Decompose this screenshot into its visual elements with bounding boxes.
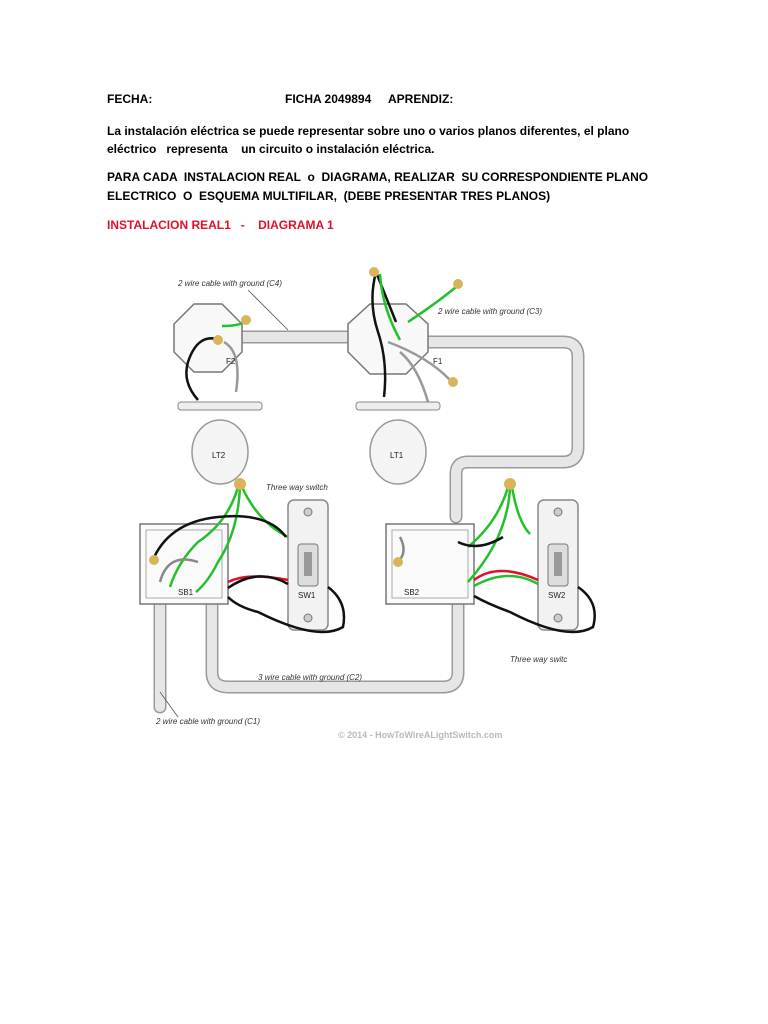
- sw2-label: SW2: [548, 591, 566, 600]
- copyright-watermark: © 2014 - HowToWireALightSwitch.com: [338, 730, 502, 740]
- cable-c1-label: 2 wire cable with ground (C1): [155, 717, 260, 726]
- intro-line-2: eléctrico representa un circuito o insta…: [107, 142, 435, 156]
- cable-c4-label: 2 wire cable with ground (C4): [177, 279, 282, 288]
- section-title: INSTALACION REAL1 - DIAGRAMA 1: [107, 218, 334, 232]
- lt1-label: LT1: [390, 451, 404, 460]
- sb2-label: SB2: [404, 588, 420, 597]
- instruction-line-2: ELECTRICO O ESQUEMA MULTIFILAR, (DEBE PR…: [107, 189, 551, 203]
- wiring-diagram: F2 F1 LT2 LT1 SB1: [139, 267, 596, 740]
- wire-nut-icon: [234, 478, 246, 490]
- cable-c3-label: 2 wire cable with ground (C3): [437, 307, 542, 316]
- wire-nut-icon: [213, 335, 223, 345]
- intro-line-1: La instalación eléctrica se puede repres…: [107, 124, 630, 138]
- lamp-lt1: LT1: [355, 401, 441, 485]
- three-way-switch-label-2: Three way switc: [510, 655, 567, 664]
- instruction-line-1: PARA CADA INSTALACION REAL o DIAGRAMA, R…: [107, 170, 649, 184]
- wire-nut-icon: [504, 478, 516, 490]
- wire-nut-icon: [453, 279, 463, 289]
- fecha-label: FECHA:: [107, 92, 153, 106]
- switch-sw1: SW1: [227, 499, 346, 634]
- cable-c2-label: 3 wire cable with ground (C2): [258, 673, 362, 682]
- f2-label: F2: [226, 357, 236, 366]
- wire-nut-icon: [149, 555, 159, 565]
- wire-nut-icon: [241, 315, 251, 325]
- wire-nut-icon: [393, 557, 403, 567]
- ficha-label: FICHA 2049894: [285, 92, 372, 106]
- wire-nut-icon: [369, 267, 379, 277]
- f1-label: F1: [433, 357, 443, 366]
- switch-sw2: SW2: [473, 499, 596, 634]
- three-way-switch-label-1: Three way switch: [266, 483, 328, 492]
- sw1-label: SW1: [298, 591, 316, 600]
- cables: [153, 330, 585, 714]
- switch-box-sb2: SB2: [385, 478, 531, 605]
- lt2-label: LT2: [212, 451, 226, 460]
- aprendiz-label: APRENDIZ:: [388, 92, 454, 106]
- wire-nut-icon: [448, 377, 458, 387]
- junction-box-f2: F2: [173, 303, 251, 401]
- sb1-label: SB1: [178, 588, 194, 597]
- lamp-lt2: LT2: [177, 401, 263, 485]
- switch-box-sb1: SB1: [139, 478, 289, 605]
- junction-box-f1: F1: [347, 267, 463, 403]
